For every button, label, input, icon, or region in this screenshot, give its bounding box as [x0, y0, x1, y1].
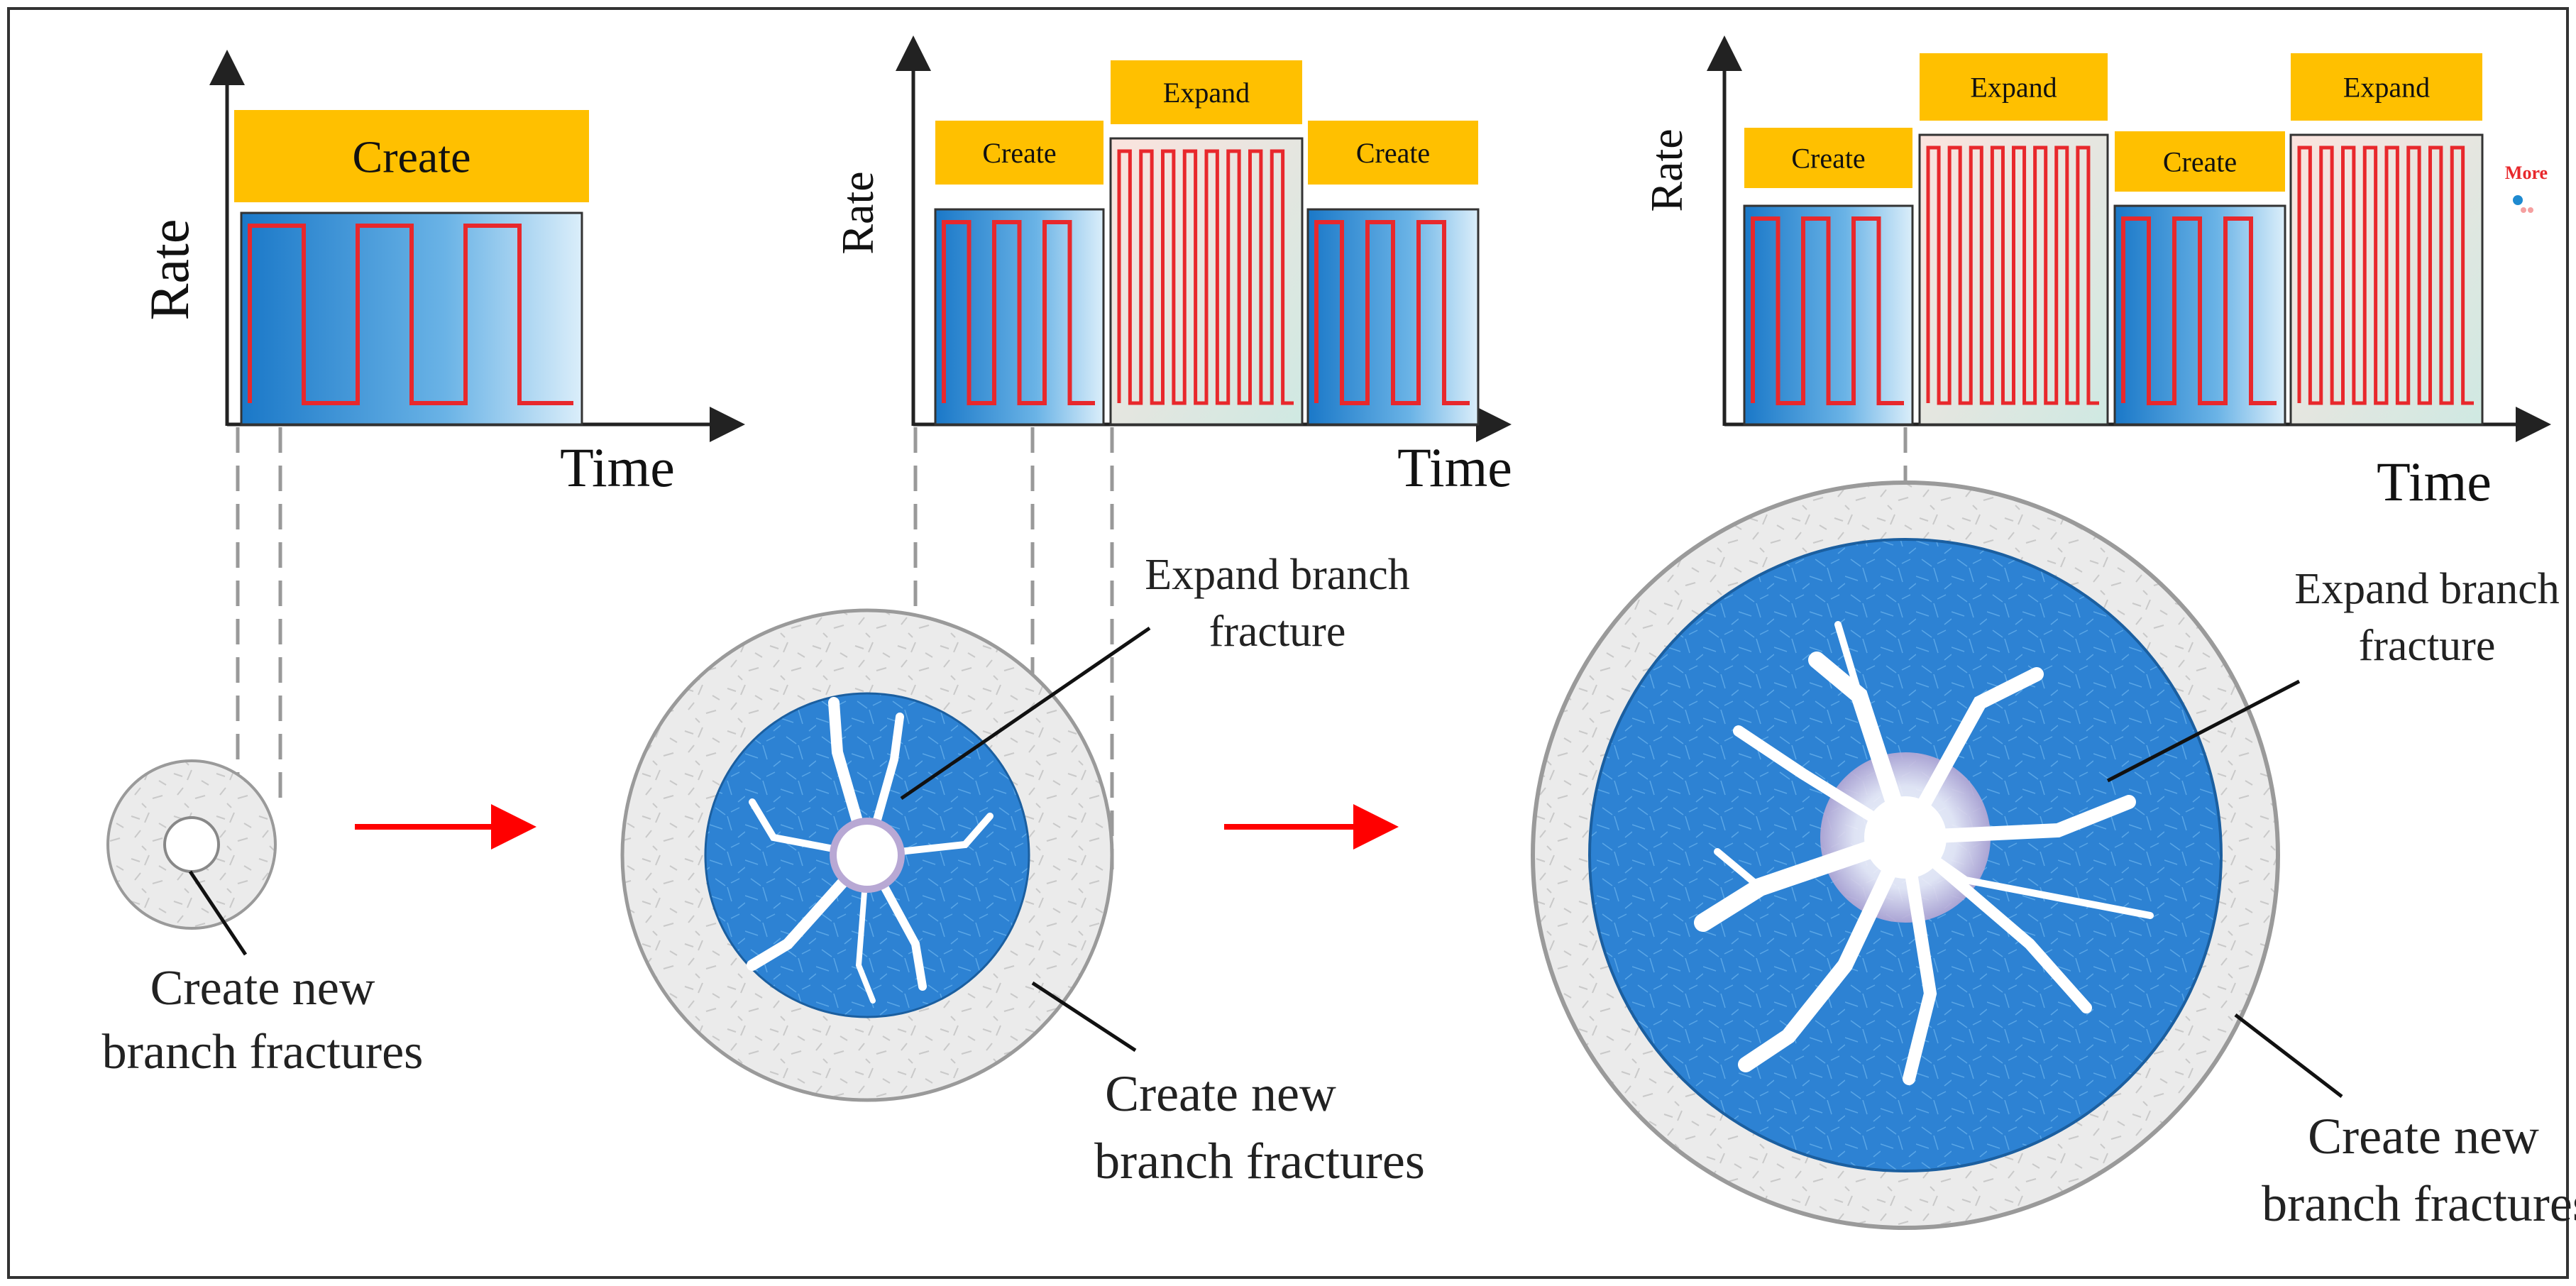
rate-pulse-line: [2121, 216, 2277, 405]
annotation-text: fracture: [2359, 622, 2496, 670]
y-axis-label: Rate: [832, 171, 883, 254]
expand-label: Expand: [2343, 72, 2430, 104]
annotation-text: branch fractures: [2262, 1175, 2576, 1232]
rate-pulse-line: [1926, 145, 2099, 405]
more-dot-icon: [2528, 207, 2533, 213]
create-label: Create: [353, 131, 471, 182]
rate-pulse-line: [248, 224, 573, 405]
create-label-box: [1308, 121, 1478, 185]
expand-label: Expand: [1163, 77, 1250, 109]
y-axis-label: Rate: [1641, 128, 1692, 211]
leader-line: [900, 626, 1151, 801]
wellbore-hole: [1864, 796, 1947, 879]
wellbore-hole: [830, 818, 905, 893]
expand-label: Expand: [1970, 72, 2057, 104]
annotation-text: Expand branch: [1145, 551, 1410, 599]
leader-line: [2234, 1013, 2343, 1098]
expand-label-box: [2291, 53, 2482, 121]
x-axis-label: Time: [2377, 451, 2492, 512]
annotation-text: fracture: [1209, 608, 1346, 656]
create-label-box: [1744, 128, 1912, 188]
stage-blocks: Create: [234, 110, 589, 426]
more-dot-icon: [2521, 207, 2526, 213]
large-wellbore: Expand branch fracture Create new branch…: [1531, 480, 2576, 1232]
annotation-text: Create new: [2308, 1108, 2539, 1165]
annotation-text: branch fractures: [1094, 1133, 1425, 1189]
rate-pulse-line: [2297, 145, 2474, 405]
more-dot-icon: [2513, 195, 2523, 205]
annotation-text: branch fractures: [102, 1025, 424, 1079]
create-label: Create: [2163, 146, 2237, 178]
expand-label-box: [1920, 53, 2108, 121]
x-axis-label: Time: [1397, 436, 1512, 498]
leader-line: [2106, 679, 2301, 783]
rate-pulse-line: [1117, 149, 1294, 405]
rate-pulse-line: [1751, 216, 1904, 405]
rate-pulse-line: [1314, 220, 1470, 405]
create-label: Create: [982, 137, 1056, 169]
create-label: Create: [1356, 137, 1430, 169]
annotation-text: Create new: [150, 961, 375, 1016]
create-label: Create: [1791, 143, 1865, 175]
leader-line: [1031, 981, 1137, 1053]
figure-frame: [7, 7, 2569, 1279]
branch-fractures: [1694, 621, 2154, 1085]
create-label-box: [234, 110, 589, 202]
annotation-text: Expand branch: [2294, 565, 2560, 613]
rate-chart-1: Rate Time Create: [138, 50, 745, 498]
expand-label-box: [1111, 60, 1302, 124]
y-axis-label: Rate: [138, 219, 200, 321]
create-label-box: [2115, 131, 2285, 192]
create-label-box: [935, 121, 1103, 185]
wellbore-hole: [163, 816, 220, 873]
more-label: More: [2505, 163, 2548, 183]
small-wellbore: Create new branch fractures: [102, 759, 424, 1079]
rate-pulse-line: [942, 220, 1095, 405]
medium-wellbore: Expand branch fracture Create new branch…: [620, 551, 1425, 1189]
x-axis-label: Time: [560, 436, 675, 498]
annotation-text: Create new: [1105, 1065, 1336, 1122]
leader-line: [188, 870, 248, 956]
